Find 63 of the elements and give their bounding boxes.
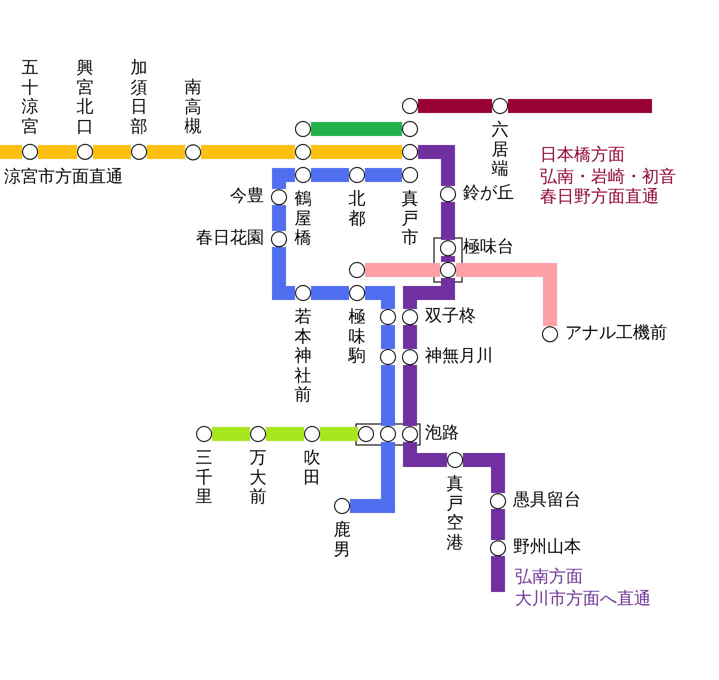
- station-name: 真戸市: [401, 190, 419, 249]
- destination-note: 涼宮市方面直通: [4, 168, 123, 188]
- station-name: 野州山本: [513, 538, 581, 558]
- track-line: [463, 453, 505, 493]
- track-line: [311, 145, 402, 159]
- station-name: 南高槻: [184, 78, 202, 137]
- station-name: 若本神社前: [294, 308, 312, 406]
- track-line: [272, 168, 295, 189]
- track-line: [311, 168, 349, 182]
- station-name: 鶴屋橋: [294, 190, 312, 249]
- station-name: 双子柊: [425, 307, 476, 327]
- track-line: [320, 427, 358, 441]
- station-name: 愚具留台: [513, 491, 581, 511]
- track-line: [147, 145, 185, 159]
- track-line: [311, 122, 402, 136]
- track-line: [381, 365, 395, 426]
- station-name: 興宮北口: [76, 58, 94, 137]
- track-line: [0, 145, 22, 159]
- track-line: [441, 202, 455, 240]
- station-name: 泡路: [425, 424, 459, 444]
- station-name: 六居端: [491, 121, 509, 180]
- track-line: [456, 263, 557, 326]
- track-line: [491, 556, 505, 592]
- track-line: [403, 365, 417, 426]
- station-name: アナル工機前: [565, 324, 667, 344]
- destination-note: 弘南方面: [515, 568, 583, 588]
- track-line: [93, 145, 131, 159]
- track-line: [365, 286, 395, 309]
- track-line: [418, 145, 455, 186]
- track-line: [381, 325, 395, 349]
- station-name: 五十涼宮: [21, 58, 39, 137]
- track-line: [201, 145, 295, 159]
- station-name: 加須日部: [130, 58, 148, 137]
- track-line: [418, 99, 492, 113]
- station-name: 鈴が丘: [463, 184, 514, 204]
- station-name: 万大前: [249, 449, 267, 508]
- track-line: [38, 145, 77, 159]
- destination-note: 日本橋方面: [540, 146, 625, 166]
- track-line: [441, 256, 455, 262]
- track-line: [272, 247, 295, 300]
- track-line: [403, 442, 447, 467]
- track-line: [272, 205, 286, 231]
- destination-note: 弘南・岩崎・初音春日野方面直通: [540, 168, 677, 208]
- station-name: 鹿男: [333, 521, 351, 560]
- track-line: [365, 263, 440, 277]
- station-name: 神無月川: [425, 347, 493, 367]
- track-line: [311, 286, 349, 300]
- track-line: [266, 427, 304, 441]
- destination-note: 大川市方面へ直通: [515, 590, 651, 610]
- track-line: [365, 168, 402, 182]
- station-name: 春日花園: [196, 229, 264, 249]
- station-name: 真戸空港: [446, 475, 464, 554]
- station-name: 極味駒: [348, 308, 366, 367]
- station-name: 極味台: [463, 238, 514, 258]
- track-line: [212, 427, 250, 441]
- track-line: [403, 325, 417, 349]
- station-name: 三千里: [195, 449, 213, 508]
- track-line: [403, 278, 455, 309]
- track-line: [508, 99, 652, 113]
- station-name: 今豊: [230, 187, 264, 207]
- station-name: 吹田: [303, 449, 321, 488]
- station-name: 北都: [348, 190, 366, 230]
- track-line: [491, 509, 505, 540]
